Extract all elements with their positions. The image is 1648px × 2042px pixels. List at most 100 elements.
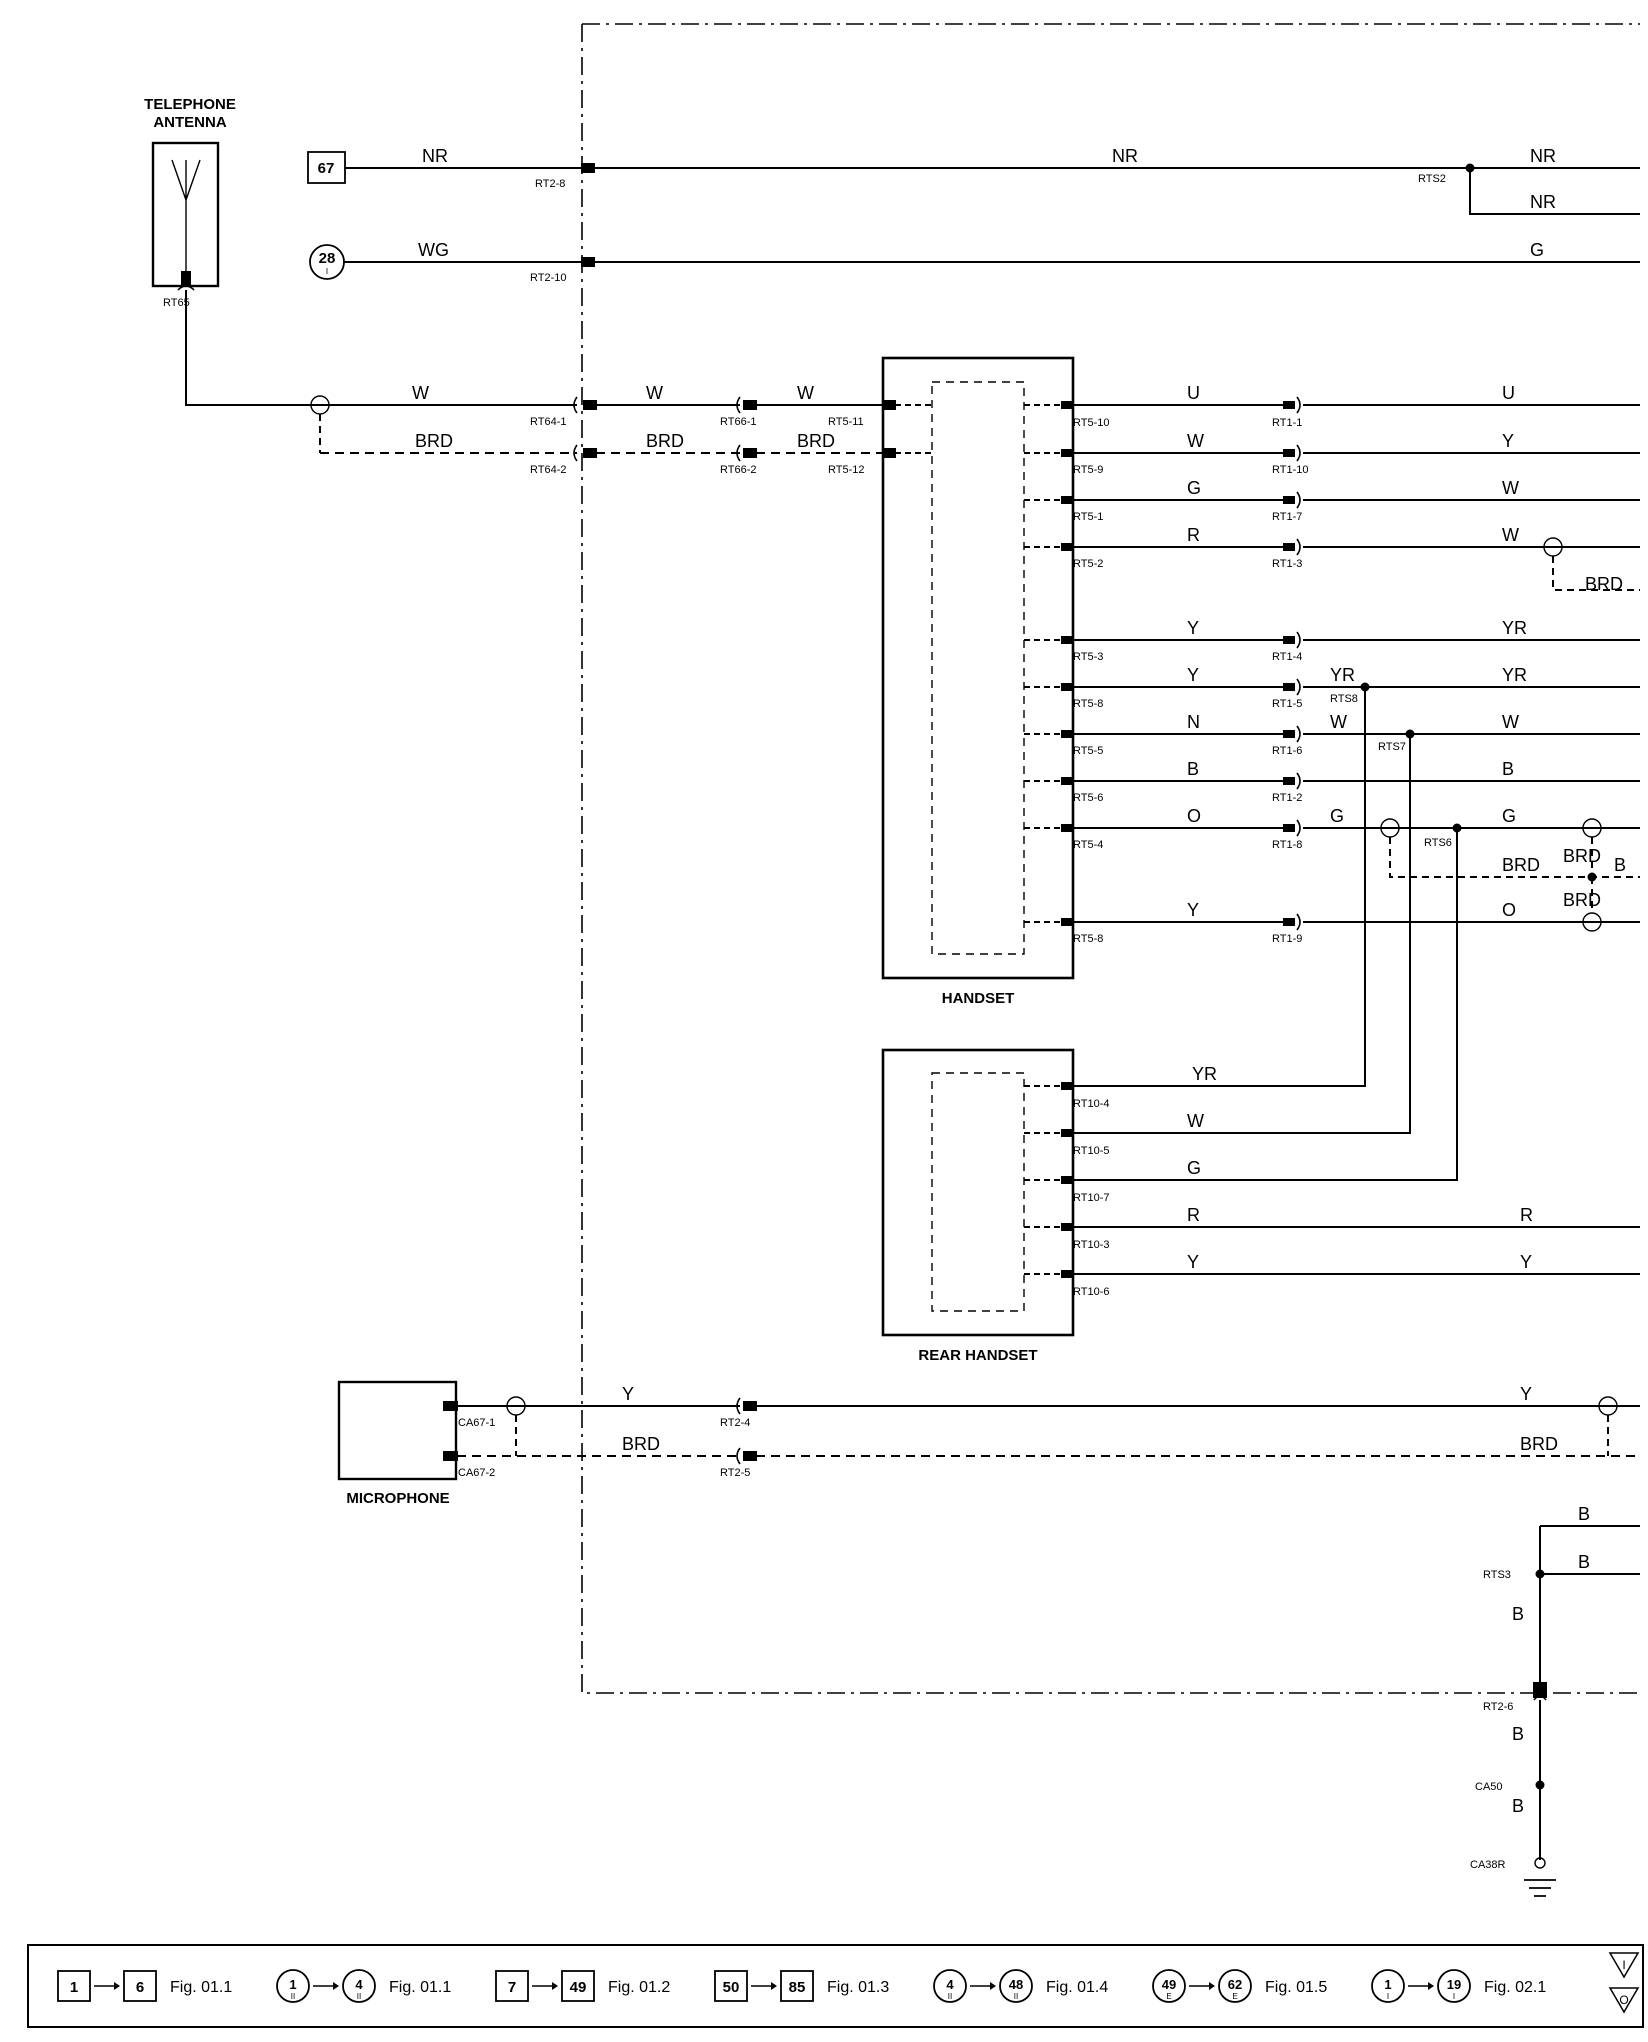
legend-from-6: 1: [1384, 1977, 1391, 1992]
wire-label-r1: YR: [1192, 1064, 1217, 1084]
ref-28-sub: I: [326, 267, 328, 276]
wire-label-h7m: W: [1330, 712, 1347, 732]
connector-label-rt65: RT65: [163, 297, 190, 309]
legend-from-6-circle: [1371, 1969, 1405, 2003]
connector-label-rt5_11: RT5-11: [828, 416, 864, 428]
microphone-box: [337, 1380, 458, 1481]
wire-label-nr1: NR: [422, 146, 448, 166]
wire-label-brd1: BRD: [415, 431, 453, 451]
wire-label-h4a: R: [1187, 525, 1200, 545]
wire-label-h1b: U: [1502, 383, 1515, 403]
harness-boundary: [581, 23, 1640, 1694]
legend-symbol-i: I: [1622, 1958, 1625, 1972]
legend-from-4: 4: [946, 1977, 954, 1992]
wire-label-h3b: W: [1502, 478, 1519, 498]
legend-from-1: 1: [289, 1977, 296, 1992]
legend-from-5-circle: [1152, 1969, 1186, 2003]
wire-label-g2: B: [1578, 1552, 1590, 1572]
legend-from-5: 49: [1162, 1977, 1176, 1992]
handset-inner: [931, 381, 1025, 955]
connector-label-rt1_5: RT1-5: [1272, 698, 1302, 710]
legend-to-5: 62: [1228, 1977, 1242, 1992]
legend-from-2: 7: [508, 1979, 516, 1996]
connector-label-rt2_4: RT2-4: [720, 1417, 750, 1429]
wire-label-brd_a: BRD: [1502, 855, 1540, 875]
legend-fig-2: Fig. 01.2: [608, 1979, 670, 1996]
wire-label-h6b: YR: [1502, 665, 1527, 685]
connector-label-rt5_5: RT5-5: [1073, 745, 1103, 757]
legend-to-5-circle: [1218, 1969, 1252, 2003]
connector-label-rt66_2: RT66-2: [720, 464, 756, 476]
connector-label-rt64_1: RT64-1: [530, 416, 566, 428]
wire-label-m2a: BRD: [622, 1434, 660, 1454]
wire-label-g1: B: [1578, 1504, 1590, 1524]
wire-label-h6a: Y: [1187, 665, 1199, 685]
antenna-title-2: ANTENNA: [153, 114, 226, 131]
wire-label-w1: W: [412, 383, 429, 403]
legend-to-4: 48: [1009, 1977, 1023, 1992]
wire-label-h2b: Y: [1502, 431, 1514, 451]
connector-label-rt66_1: RT66-1: [720, 416, 756, 428]
antenna-wire: [185, 290, 577, 406]
connector-label-rt2_8: RT2-8: [535, 178, 565, 190]
wire-label-h2a: W: [1187, 431, 1204, 451]
wire-label-r5a: Y: [1187, 1252, 1199, 1272]
connector-label-rt2_5: RT2-5: [720, 1467, 750, 1479]
connector-label-rt10_3: RT10-3: [1073, 1239, 1109, 1251]
wire-label-brd2: BRD: [646, 431, 684, 451]
legend-to-6: 19: [1447, 1977, 1461, 1992]
connector-label-rt5_4: RT5-4: [1073, 839, 1103, 851]
connector-label-rt5_8a: RT5-8: [1073, 698, 1103, 710]
connector-label-ca50: CA50: [1475, 1781, 1503, 1793]
wire-label-g5: B: [1512, 1796, 1524, 1816]
wire-label-r3: G: [1187, 1158, 1201, 1178]
legend-from-4-circle: [933, 1969, 967, 2003]
wire-label-h8b: B: [1502, 759, 1514, 779]
rear-handset-title: REAR HANDSET: [918, 1347, 1037, 1364]
wire-label-r4b: R: [1520, 1205, 1533, 1225]
wire-label-b_small: B: [1614, 855, 1626, 875]
legend-symbols: [1608, 1952, 1640, 2014]
connector-label-rts2: RTS2: [1418, 173, 1446, 185]
rear-handset-box: [881, 1048, 1075, 1337]
connector-label-rt1_3: RT1-3: [1272, 558, 1302, 570]
wire-label-h4brd: BRD: [1585, 574, 1623, 594]
connector-label-rt1_9: RT1-9: [1272, 933, 1302, 945]
legend-to-5-sub: E: [1232, 1992, 1237, 2001]
wire-label-h10b: O: [1502, 900, 1516, 920]
wire-label-g3: B: [1512, 1604, 1524, 1624]
wire-label-h7b: W: [1502, 712, 1519, 732]
connector-label-ca38r: CA38R: [1470, 1859, 1506, 1871]
wire-label-brd3: BRD: [797, 431, 835, 451]
connector-label-ca67_1: CA67-1: [458, 1417, 495, 1429]
connector-label-rt1_6: RT1-6: [1272, 745, 1302, 757]
legend-to-1: 4: [355, 1977, 363, 1992]
connector-label-rt2_6: RT2-6: [1483, 1701, 1513, 1713]
legend-from-0: 1: [70, 1979, 78, 1996]
wire-label-h3a: G: [1187, 478, 1201, 498]
wire-label-m1b: Y: [1520, 1384, 1532, 1404]
legend-box: [27, 1944, 1644, 2028]
handset-box: [881, 356, 1075, 980]
wire-label-w3: W: [797, 383, 814, 403]
connector-label-rts7: RTS7: [1378, 741, 1406, 753]
connector-label-rt64_2: RT64-2: [530, 464, 566, 476]
connector-label-rts6: RTS6: [1424, 837, 1452, 849]
wire-label-h5a: Y: [1187, 618, 1199, 638]
connector-label-rts3: RTS3: [1483, 1569, 1511, 1581]
wire-label-nr4: NR: [1530, 192, 1556, 212]
legend-from-5-sub: E: [1166, 1992, 1171, 2001]
legend-fig-0: Fig. 01.1: [170, 1979, 232, 1996]
connector-label-rt5_10: RT5-10: [1073, 417, 1109, 429]
connector-label-rt10_5: RT10-5: [1073, 1145, 1109, 1157]
handset-title: HANDSET: [942, 990, 1015, 1007]
wire-label-r2: W: [1187, 1111, 1204, 1131]
legend-to-0: 6: [136, 1979, 144, 1996]
rear-handset-inner: [931, 1072, 1025, 1312]
legend-from-4-sub: II: [948, 1992, 952, 2001]
wire-label-h9b: G: [1502, 806, 1516, 826]
legend-fig-4: Fig. 01.4: [1046, 1979, 1108, 1996]
connector-label-rt10_6: RT10-6: [1073, 1286, 1109, 1298]
connector-label-rt5_6: RT5-6: [1073, 792, 1103, 804]
